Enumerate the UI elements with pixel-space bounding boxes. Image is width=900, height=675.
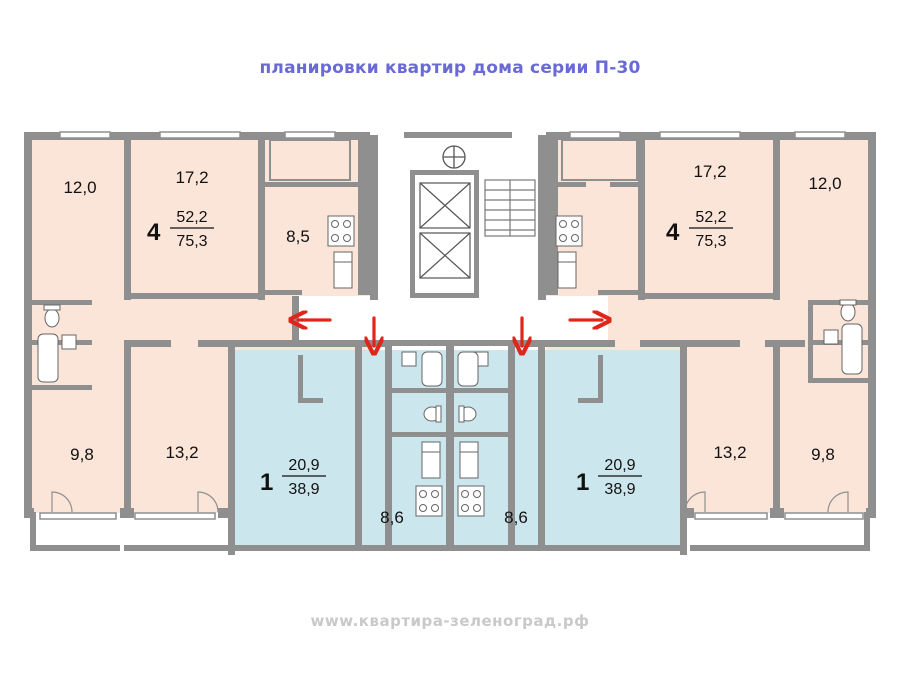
bathtub-icon: [37, 323, 863, 387]
kitchen-area-1-right: 8,6: [504, 508, 528, 527]
balcony-right-top: [561, 139, 638, 181]
room-labels: 12,0 17,2 8,5 9,8 13,2 17,2 12,0 13,2 9,…: [63, 162, 841, 527]
total-area-4-right: 75,3: [695, 233, 726, 250]
room-area-left-13: 13,2: [165, 443, 198, 462]
kitchen-area-1-left: 8,6: [380, 508, 404, 527]
living-area-4-right: 52,2: [695, 209, 726, 226]
stairs-icon: [484, 179, 536, 237]
room-area-left-12: 12,0: [63, 178, 96, 197]
balcony-left-top: [269, 139, 351, 181]
apartment-1-right-fill: [452, 350, 686, 550]
plan-title: планировки квартир дома серии П-30: [259, 58, 641, 78]
room-area-left-17: 17,2: [175, 168, 208, 187]
doors: [51, 491, 849, 513]
balconies: [269, 139, 638, 181]
stove-icon: [327, 215, 583, 517]
room-area-right-13: 13,2: [713, 443, 746, 462]
total-area-1-left: 38,9: [288, 481, 319, 498]
room-count-4-left: 4: [147, 219, 161, 246]
apartment-4-right-summary: 4 52,2 75,3: [666, 209, 733, 250]
room-area-right-9: 9,8: [811, 445, 835, 464]
room-count-4-right: 4: [666, 219, 680, 246]
elevator-icon: [419, 182, 471, 279]
garbage-chute-icon: [442, 145, 466, 169]
apartment-1-left-summary: 1 20,9 38,9: [260, 457, 326, 498]
apartment-1-right-summary: 1 20,9 38,9: [576, 457, 642, 498]
room-area-right-12: 12,0: [808, 174, 841, 193]
apartment-1-left-fill: [235, 350, 450, 550]
room-count-1-right: 1: [576, 469, 589, 496]
entrance-arrow-icon: [298, 318, 602, 346]
room-count-1-left: 1: [260, 469, 273, 496]
room-area-right-17: 17,2: [693, 162, 726, 181]
living-area-1-right: 20,9: [604, 457, 635, 474]
toilet-icon: [43, 299, 857, 423]
living-area-1-left: 20,9: [288, 457, 319, 474]
kitchen-area-left: 8,5: [286, 227, 310, 246]
windows: [39, 131, 864, 520]
total-area-4-left: 75,3: [176, 233, 207, 250]
total-area-1-right: 38,9: [604, 481, 635, 498]
corridor-fill: [292, 296, 608, 344]
room-area-left-9: 9,8: [70, 445, 94, 464]
living-area-4-left: 52,2: [176, 209, 207, 226]
site-watermark: www.квартира-зеленоград.рф: [310, 612, 590, 630]
apartment-4-left-summary: 4 52,2 75,3: [147, 209, 214, 250]
